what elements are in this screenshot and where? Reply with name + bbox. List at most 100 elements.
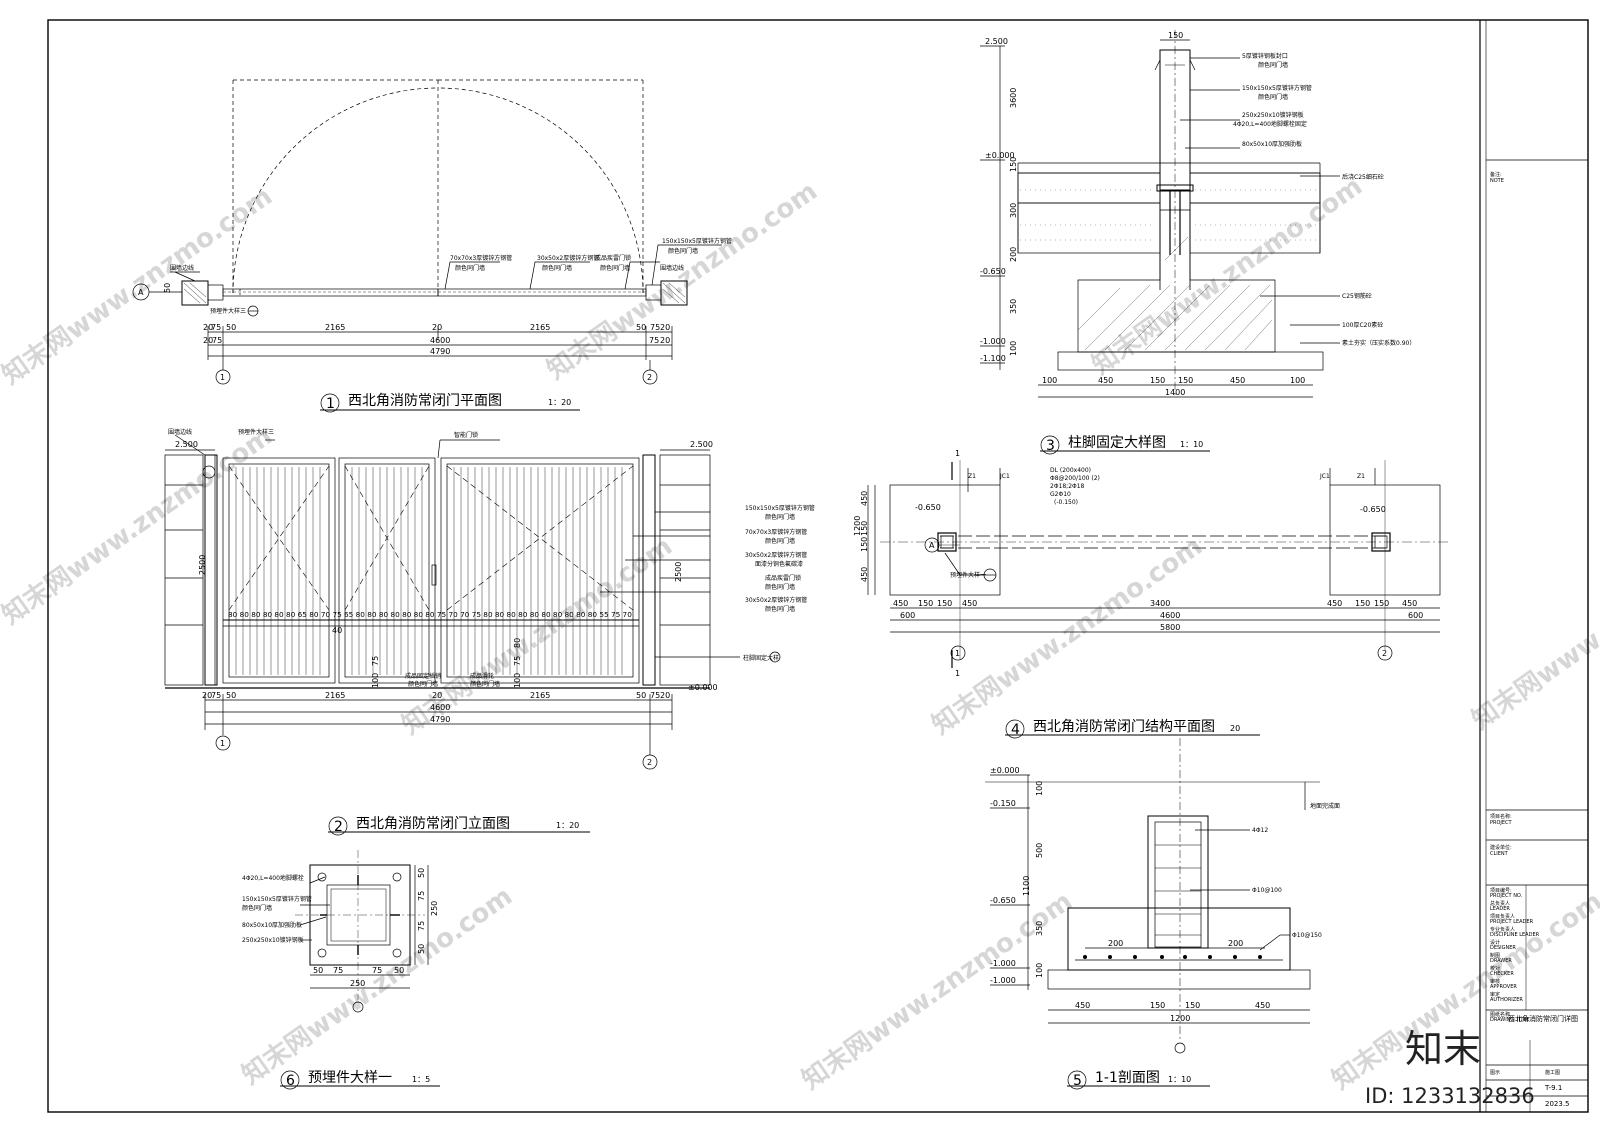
- footing-vdim: 350: [1009, 299, 1018, 314]
- embed-callout: 150x150x5厚镀锌方钢管: [242, 895, 312, 903]
- watermark-6: 知末网www.znzmo.com: [927, 531, 1208, 740]
- tb-project-en: PROJECT: [1490, 820, 1513, 826]
- dim: 75: [650, 323, 660, 332]
- section-bdim: 450: [1255, 1001, 1270, 1010]
- structural-plan: [867, 460, 1450, 668]
- tb-row-cn: 校对: [1490, 965, 1500, 972]
- sp-dim: 150: [918, 599, 933, 608]
- section-rebar: Φ10@100: [1252, 887, 1282, 894]
- plan-axis-1: 1: [220, 373, 225, 382]
- sp-vdim-total: 1200: [853, 516, 862, 536]
- footing-level: ±0.000: [985, 151, 1015, 160]
- elev-callout: 30x50x2厚镀锌方钢管: [745, 551, 807, 559]
- plan-callout: 70x70x3厚镀锌方钢管: [450, 254, 512, 262]
- axis-2-bubble: [642, 369, 658, 385]
- sp-axis-1: 1: [955, 649, 960, 658]
- footing-label: JC1: [1319, 473, 1330, 480]
- elev-axis-2: 2: [647, 758, 652, 767]
- footing-callout: 颜色同门墙: [1258, 93, 1288, 101]
- elev-bottom-label: 颜色同门墙: [408, 680, 438, 688]
- axis-2-bubble: [642, 754, 658, 770]
- plan-callout: 150x150x5厚镀锌方钢管: [662, 237, 732, 245]
- dim: 20: [432, 323, 442, 332]
- structplan-level: -0.650: [915, 503, 941, 512]
- column-label: Z1: [968, 473, 976, 480]
- sp-dim: 600: [1408, 611, 1423, 620]
- title-6-text: 预埋件大样一: [308, 1070, 392, 1086]
- tb-note-en: NOTE: [1490, 178, 1504, 184]
- section-vdim: 1100: [1022, 876, 1031, 896]
- title-6: 6 预埋件大样一 1：5: [280, 1070, 440, 1090]
- structplan-embed: 预埋件大样一: [950, 571, 986, 579]
- dim: 2165: [530, 691, 550, 700]
- title-3: 3 柱脚固定大样图 1：10: [1040, 435, 1210, 455]
- elev-level-top: 2.500: [175, 440, 198, 449]
- elev-callout: 150x150x5厚镀锌方钢管: [745, 504, 815, 512]
- dim: 75: [650, 691, 660, 700]
- title-1-scale: 1：20: [548, 398, 571, 407]
- tb-row-en: DISCIPLINE LEADER: [1490, 932, 1540, 938]
- watermark-1: 知末网www.znzmo.com: [0, 181, 278, 390]
- plan-axis-a: A: [138, 288, 144, 297]
- tb-row-cn: 设计: [1490, 939, 1500, 946]
- dim: 20: [432, 691, 442, 700]
- elev-side-dim: 100: [513, 673, 522, 688]
- title-4-text: 西北角消防常闭门结构平面图: [1033, 719, 1215, 735]
- tb-row-cn: 审核: [1490, 978, 1500, 985]
- watermark-7: 知末网www.znzmo.com: [1467, 526, 1600, 735]
- elev-embed-ref: 预埋件大样三: [238, 428, 274, 436]
- embed-callout: 颜色同门墙: [242, 904, 272, 912]
- title-5: 5 1-1剖面图 1：10: [1067, 1070, 1210, 1090]
- elev-side-dim: 80: [513, 638, 522, 648]
- dim: 20: [660, 323, 670, 332]
- title-2-scale: 1：20: [556, 821, 579, 830]
- footing-vdim: 200: [1009, 247, 1018, 262]
- footing-note: 100厚C20素砼: [1342, 321, 1383, 329]
- section-1-1: [985, 738, 1320, 1054]
- footing-callout: 5厚镀锌钢板封口: [1242, 52, 1288, 60]
- section-vdim: 500: [1035, 843, 1044, 858]
- dim: 50: [636, 691, 646, 700]
- sp-dim: 3400: [1150, 599, 1170, 608]
- footing-bdim: 150: [1150, 376, 1165, 385]
- title-1-num: 1: [326, 396, 335, 412]
- elev-callout: 70x70x3厚镀锌方钢管: [745, 528, 807, 536]
- title-4-num: 4: [1011, 722, 1020, 738]
- footing-note: 后浇C25细石砼: [1342, 173, 1384, 181]
- dim: 20: [203, 336, 213, 345]
- tb-row-en: DESIGNER: [1490, 945, 1516, 951]
- dim: 50: [226, 323, 236, 332]
- embed-sdim: 50: [417, 944, 426, 954]
- footing-note: 素土夯实（压实系数0.90）: [1342, 339, 1415, 347]
- plan-embed-ref: 预埋件大样三: [210, 307, 246, 315]
- section-mark: 1: [955, 669, 960, 678]
- title-6-num: 6: [286, 1073, 295, 1089]
- plan-callout: 颜色同门墙: [668, 247, 698, 255]
- elev-height-right: 2500: [674, 562, 683, 582]
- sp-dim: 600: [900, 611, 915, 620]
- structplan-labels: DL (200x400) Φ8@200/100 (2) 2Φ18;2Φ18 G2…: [853, 449, 1423, 678]
- footing-bdim: 100: [1042, 376, 1057, 385]
- elev-callout: 颜色同门墙: [765, 537, 795, 545]
- axis-1-bubble: [215, 369, 231, 385]
- title-4: 4 西北角消防常闭门结构平面图 20: [1005, 719, 1260, 739]
- footing-note: C25钢筋砼: [1342, 292, 1372, 300]
- tb-row-cn: 项目编号:: [1490, 887, 1512, 894]
- section-level: ±0.000: [990, 766, 1020, 775]
- tb-row-en: CHECKER: [1490, 971, 1514, 977]
- footing-vdim: 300: [1009, 203, 1018, 218]
- footing-vdim: 100: [1009, 341, 1018, 356]
- plan-callout: 成品疾雷门锁: [595, 254, 631, 262]
- plan-view: [132, 79, 722, 385]
- elev-level-zero: ±0.000: [688, 683, 718, 692]
- footing-level: -1.100: [980, 354, 1006, 363]
- section-level: -0.150: [990, 799, 1016, 808]
- watermark-8: 知末网www.znzmo.com: [237, 881, 518, 1090]
- plan-labels: 70x70x3厚镀锌方钢管 颜色同门墙 30x50x2厚镀锌方钢管 颜色同门墙 …: [138, 237, 732, 382]
- title-4-scale: 20: [1230, 724, 1240, 733]
- tb-row-cn: 制图: [1490, 952, 1500, 959]
- elev-callout: 面漆分铜色氟碳漆: [755, 560, 803, 568]
- section-bdim: 450: [1075, 1001, 1090, 1010]
- dim: 75: [649, 336, 659, 345]
